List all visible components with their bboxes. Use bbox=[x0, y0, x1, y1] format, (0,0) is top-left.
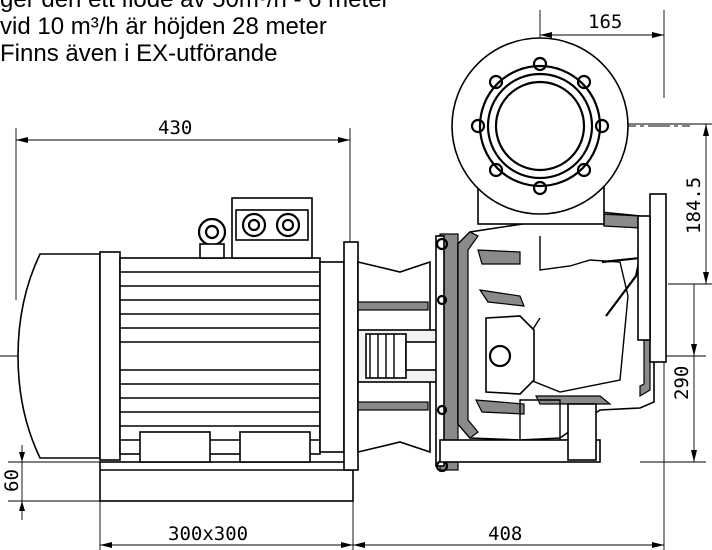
dim-label-408: 408 bbox=[488, 523, 522, 545]
dimension-430: 430 bbox=[15, 117, 351, 300]
caption-text: ger den ett flöde av 50m³/h - 6 meter vi… bbox=[0, 0, 390, 67]
pump-casing bbox=[435, 211, 655, 473]
dimension-60: 60 bbox=[1, 445, 100, 520]
caption-line-3: Finns även i EX-utförande bbox=[0, 40, 278, 67]
motor bbox=[17, 197, 345, 463]
dim-label-300x300: 300x300 bbox=[168, 523, 248, 545]
dimension-300x300: 300x300 bbox=[99, 478, 354, 550]
dimension-165: 165 bbox=[539, 10, 665, 98]
outlet-flange bbox=[451, 37, 629, 225]
base-plate bbox=[99, 461, 354, 502]
caption-line-1: ger den ett flöde av 50m³/h - 6 meter bbox=[0, 0, 390, 13]
dim-label-430: 430 bbox=[158, 117, 192, 139]
caption-line-2: vid 10 m³/h är höjden 28 meter bbox=[0, 13, 327, 40]
dimension-184-5: 184.5 bbox=[580, 123, 712, 285]
dim-label-60: 60 bbox=[1, 469, 23, 492]
dim-label-165: 165 bbox=[588, 11, 622, 33]
dimension-290: 290 bbox=[630, 284, 706, 463]
cooling-fins bbox=[120, 271, 320, 441]
inlet-flange bbox=[637, 193, 667, 363]
dim-label-184-5: 184.5 bbox=[683, 177, 705, 234]
dim-label-290: 290 bbox=[671, 366, 693, 400]
